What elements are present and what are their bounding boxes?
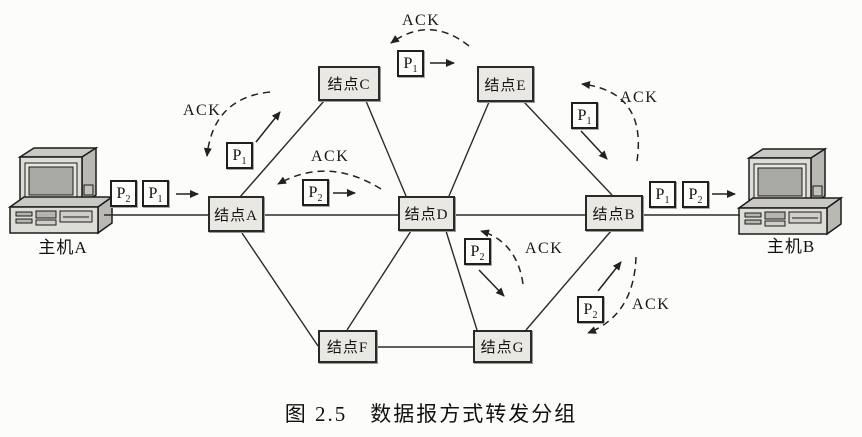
ack-label-c-e: ACK <box>402 12 441 29</box>
link-noded-nodee <box>448 101 490 197</box>
node-f-box: 结点F <box>318 330 377 363</box>
host-a-computer-icon <box>9 147 113 234</box>
arrow-nodee-to-nodeb <box>580 130 608 160</box>
link-nodee-nodeb <box>523 101 613 196</box>
ack-label-a-c: ACK <box>183 102 222 119</box>
node-d-label: 结点D <box>404 207 449 223</box>
ack-arrow-nodeb-to-nodee <box>581 81 639 162</box>
ack-label-a-d: ACK <box>311 148 350 165</box>
arrow-nodeg-to-nodeb <box>597 261 622 292</box>
packet-arrows <box>176 59 736 297</box>
node-b-label: 结点B <box>592 206 636 223</box>
link-noded-nodef <box>346 230 412 331</box>
ack-label-d-g: ACK <box>525 240 564 257</box>
node-e-box: 结点E <box>477 66 534 102</box>
node-c-box: 结点C <box>318 66 380 101</box>
link-nodec-noded <box>365 100 407 197</box>
ack-arrow-noded-to-nodea <box>277 170 382 190</box>
node-a-box: 结点A <box>208 196 264 232</box>
host-b-label: 主机B <box>766 237 816 256</box>
link-nodea-nodec <box>239 100 325 198</box>
ack-label-e-b: ACK <box>620 89 659 106</box>
arrow-nodea-to-nodec <box>255 111 281 143</box>
link-noded-nodeg <box>445 230 478 331</box>
ack-arrows <box>203 29 639 334</box>
host-b-computer-icon <box>738 148 842 235</box>
link-nodea-nodef <box>241 232 319 347</box>
node-g-label: 结点G <box>480 340 525 356</box>
link-nodeg-nodeb <box>525 230 612 331</box>
ack-arrow-nodeg-to-noded <box>480 229 524 285</box>
ack-arrow-nodeb-to-nodeg <box>587 256 637 334</box>
node-e-label: 结点E <box>484 77 527 94</box>
ack-arrow-nodee-to-nodec <box>390 29 470 47</box>
arrow-noded-to-nodeg <box>478 269 505 297</box>
ack-arrow-nodec-to-nodea <box>203 91 271 157</box>
ack-label-g-b: ACK <box>632 296 671 313</box>
node-d-box: 结点D <box>398 196 455 231</box>
figure-caption: 图 2.5 数据报方式转发分组 <box>284 402 578 426</box>
node-c-label: 结点C <box>327 77 371 93</box>
node-f-label: 结点F <box>326 340 369 356</box>
node-a-label: 结点A <box>214 207 258 224</box>
node-g-box: 结点G <box>473 330 532 363</box>
network-links <box>104 100 740 348</box>
host-a-label: 主机A <box>38 238 88 257</box>
node-b-box: 结点B <box>585 195 643 231</box>
